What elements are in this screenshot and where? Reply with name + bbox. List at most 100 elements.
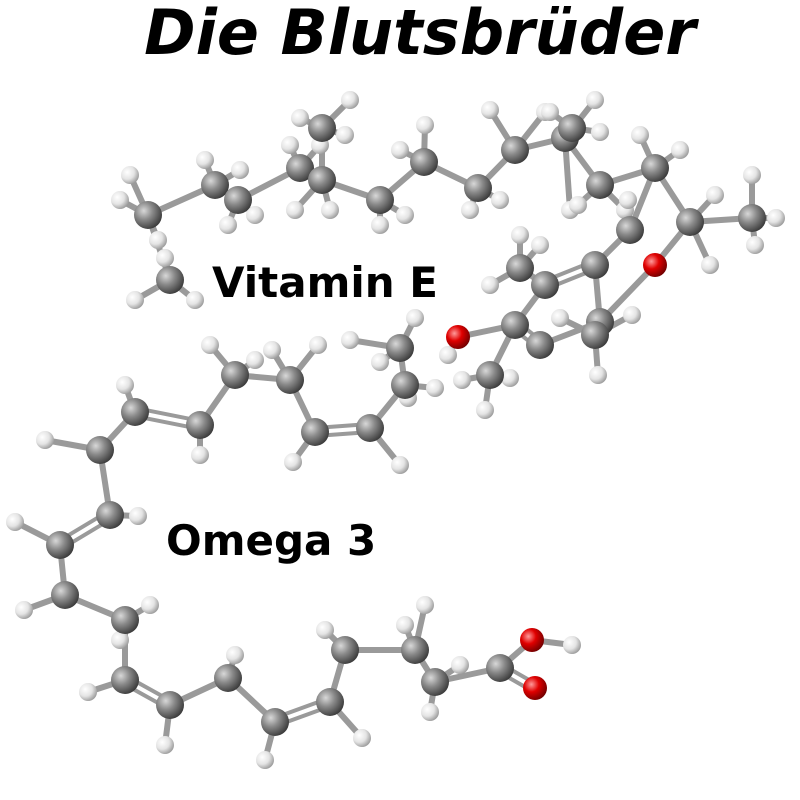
hydrogen-atom — [321, 201, 339, 219]
hydrogen-atom — [701, 256, 719, 274]
carbon-atom — [201, 171, 229, 199]
carbon-atom — [531, 271, 559, 299]
hydrogen-atom — [396, 616, 414, 634]
hydrogen-atom — [453, 371, 471, 389]
hydrogen-atom — [391, 456, 409, 474]
carbon-atom — [286, 154, 314, 182]
hydrogen-atom — [767, 209, 785, 227]
carbon-atom — [121, 398, 149, 426]
carbon-atom — [316, 688, 344, 716]
hydrogen-atom — [353, 729, 371, 747]
carbon-atom — [214, 664, 242, 692]
hydrogen-atom — [336, 126, 354, 144]
hydrogen-atom — [406, 309, 424, 327]
carbon-atom — [581, 251, 609, 279]
carbon-atom — [506, 254, 534, 282]
carbon-atom — [156, 691, 184, 719]
carbon-atom — [111, 666, 139, 694]
carbon-atom — [46, 531, 74, 559]
hydrogen-atom — [196, 151, 214, 169]
omega-3-label: Omega 3 — [166, 516, 377, 565]
carbon-atom — [386, 334, 414, 362]
hydrogen-atom — [541, 103, 559, 121]
hydrogen-atom — [671, 141, 689, 159]
hydrogen-atom — [481, 101, 499, 119]
carbon-atom — [464, 174, 492, 202]
carbon-atom — [276, 366, 304, 394]
hydrogen-atom — [391, 141, 409, 159]
hydrogen-atom — [316, 621, 334, 639]
oxygen-atom — [520, 628, 544, 652]
hydrogen-atom — [219, 216, 237, 234]
hydrogen-atom — [591, 123, 609, 141]
hydrogen-atom — [623, 306, 641, 324]
carbon-atom — [391, 371, 419, 399]
hydrogen-atom — [416, 116, 434, 134]
hydrogen-atom — [491, 191, 509, 209]
hydrogen-atom — [231, 161, 249, 179]
carbon-atom — [134, 201, 162, 229]
hydrogen-atom — [371, 216, 389, 234]
hydrogen-atom — [141, 596, 159, 614]
carbon-atom — [501, 311, 529, 339]
hydrogen-atom — [461, 201, 479, 219]
hydrogen-atom — [341, 331, 359, 349]
hydrogen-atom — [426, 379, 444, 397]
hydrogen-atom — [619, 191, 637, 209]
carbon-atom — [186, 411, 214, 439]
carbon-atom — [261, 708, 289, 736]
hydrogen-atom — [156, 736, 174, 754]
carbon-atom — [586, 171, 614, 199]
hydrogen-atom — [256, 751, 274, 769]
hydrogen-atom — [291, 109, 309, 127]
carbon-atom — [738, 204, 766, 232]
hydrogen-atom — [746, 236, 764, 254]
hydrogen-atom — [126, 291, 144, 309]
carbon-atom — [331, 636, 359, 664]
hydrogen-atom — [586, 91, 604, 109]
hydrogen-atom — [476, 401, 494, 419]
hydrogen-atom — [481, 276, 499, 294]
vitamin-e-label: Vitamin E — [212, 258, 438, 307]
hydrogen-atom — [421, 703, 439, 721]
hydrogen-atom — [111, 191, 129, 209]
hydrogen-atom — [121, 166, 139, 184]
carbon-atom — [410, 148, 438, 176]
hydrogen-atom — [563, 636, 581, 654]
carbon-atom — [641, 154, 669, 182]
oxygen-atom — [643, 253, 667, 277]
hydrogen-atom — [416, 596, 434, 614]
hydrogen-atom — [551, 309, 569, 327]
hydrogen-atom — [186, 291, 204, 309]
bonds-layer — [12, 97, 779, 763]
carbon-atom — [476, 361, 504, 389]
hydrogen-atom — [191, 446, 209, 464]
carbon-atom — [676, 208, 704, 236]
oxygen-atom — [523, 676, 547, 700]
hydrogen-atom — [201, 336, 219, 354]
carbon-atom — [224, 186, 252, 214]
carbon-atom — [558, 114, 586, 142]
hydrogen-atom — [706, 186, 724, 204]
hydrogen-atom — [246, 351, 264, 369]
hydrogen-atom — [15, 601, 33, 619]
carbon-atom — [96, 501, 124, 529]
hydrogen-atom — [439, 346, 457, 364]
hydrogen-atom — [743, 166, 761, 184]
hydrogen-atom — [569, 196, 587, 214]
carbon-atom — [301, 418, 329, 446]
oxygen-atom — [446, 325, 470, 349]
hydrogen-atom — [396, 206, 414, 224]
carbon-atom — [486, 654, 514, 682]
hydrogen-atom — [281, 136, 299, 154]
hydrogen-atom — [246, 206, 264, 224]
carbon-atom — [616, 216, 644, 244]
carbon-atom — [86, 436, 114, 464]
carbon-atom — [501, 136, 529, 164]
hydrogen-atom — [116, 376, 134, 394]
carbon-atom — [308, 114, 336, 142]
hydrogen-atom — [111, 631, 129, 649]
hydrogen-atom — [149, 231, 167, 249]
